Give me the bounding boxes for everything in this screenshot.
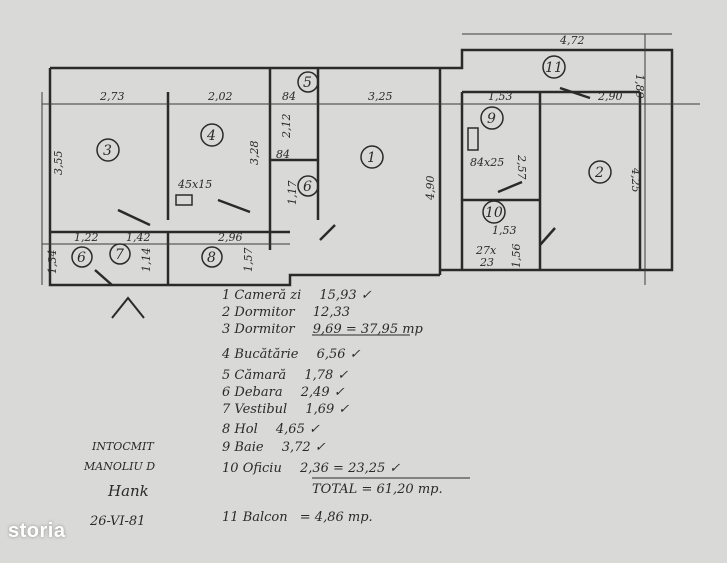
dim-117: 1,17 [286,181,299,206]
dim-134: 1,34 [46,250,59,275]
dim-290: 2,90 [597,90,623,103]
door-room-4 [217,198,251,214]
door-room-3 [117,208,151,227]
door-room-2 [539,227,556,246]
outer-wall-left-bottom [48,68,440,287]
entrance-arrow-icon [111,296,145,319]
room-7: 7 [115,247,124,263]
storia-logo: storia [8,520,66,542]
dimension-labels: 2,73 2,02 3,25 4,72 1,53 2,90 1,89 84 2,… [46,34,646,274]
room-3: 3 [103,143,112,159]
door-entrance [94,269,113,286]
door-room-9 [497,180,523,194]
room-10: 10 [485,205,503,221]
room-numbers: 3 4 5 1 6 11 9 2 10 6 7 8 [71,55,612,268]
door-room-1 [319,224,336,241]
room-2: 2 [594,165,604,181]
dim-157: 1,57 [242,248,255,273]
room-11: 11 [545,60,563,76]
dim-296: 2,96 [217,231,243,244]
dimension-lines [41,33,700,285]
dim-45x15: 45x15 [177,178,212,191]
dim-202: 2,02 [207,90,233,103]
room-8: 8 [207,250,216,266]
dim-114: 1,14 [140,248,153,273]
dim-23: 23 [479,256,494,269]
dim-825: 4,25 [629,167,642,193]
dim-355: 3,55 [52,151,65,176]
dim-122: 1,22 [74,231,99,244]
dim-278: 3,28 [248,141,261,166]
room-4: 4 [206,128,216,144]
dim-325: 3,25 [368,90,393,103]
dim-472: 4,72 [559,34,585,47]
dim-490: 4,90 [424,176,437,202]
room-6: 6 [77,250,86,266]
door-balcony [559,86,591,100]
room-9: 9 [487,111,496,127]
room-5: 5 [303,75,312,91]
dim-84a: 84 [282,90,296,103]
walls [48,48,674,287]
dim-84b: 84 [276,148,290,161]
hatch-84x25 [467,127,479,151]
room-6-closet: 6 [303,179,312,195]
dim-142: 1,42 [126,231,151,244]
dim-257: 2,57 [515,154,528,180]
dim-273: 2,73 [99,90,125,103]
dim-153a: 1,53 [488,90,513,103]
hatch-45x15 [175,194,193,206]
dim-189: 1,89 [633,74,646,99]
dim-156: 1,56 [510,244,523,269]
dim-212: 2,12 [280,114,293,140]
room-1: 1 [367,150,376,166]
dim-27x: 27x [475,244,497,257]
dim-84x25: 84x25 [470,156,504,169]
outer-wall-top-right [50,48,674,272]
dim-153b: 1,53 [492,224,517,237]
